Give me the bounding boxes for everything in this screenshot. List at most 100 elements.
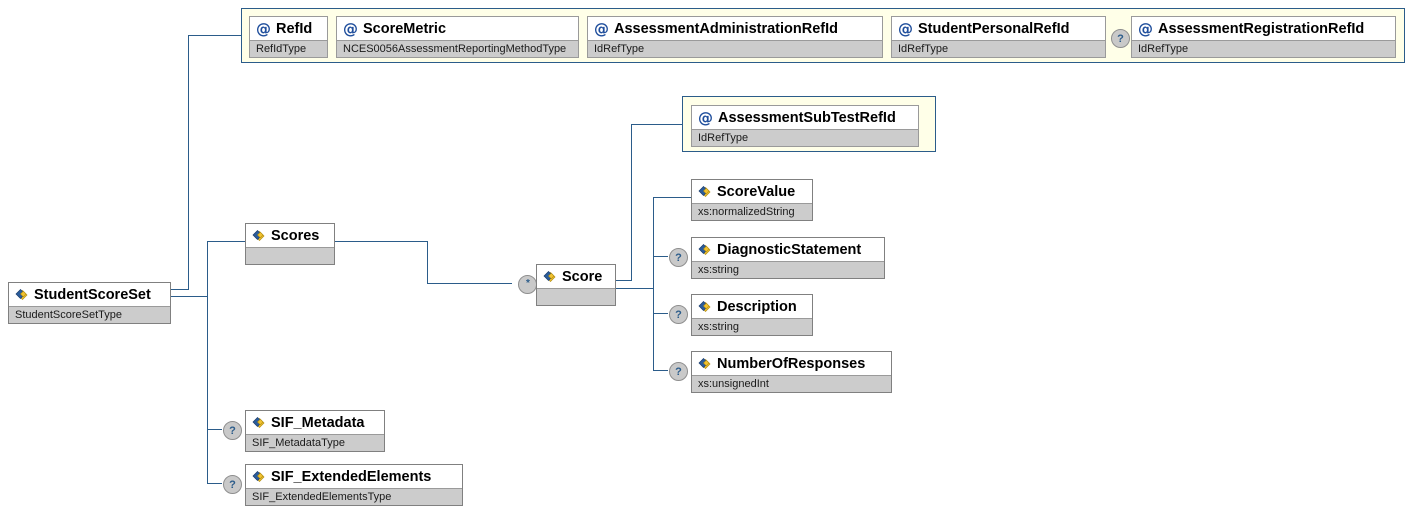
node-label: SIF_Metadata — [271, 414, 365, 431]
node-label: ScoreMetric — [363, 20, 447, 37]
optional-marker-description: ? — [669, 305, 688, 324]
at-icon: @ — [698, 108, 713, 127]
node-score[interactable]: Score — [536, 264, 616, 306]
element-icon — [698, 243, 712, 257]
optional-marker-sif-metadata: ? — [223, 421, 242, 440]
node-name-row: @ AssessmentSubTestRefId — [692, 106, 918, 129]
element-icon — [698, 185, 712, 199]
at-icon: @ — [1138, 19, 1153, 38]
connector — [207, 241, 208, 483]
connector — [616, 288, 654, 289]
node-type — [537, 288, 615, 305]
node-type: IdRefType — [1132, 40, 1395, 57]
node-type: NCES0056AssessmentReportingMethodType — [337, 40, 578, 57]
node-label: ScoreValue — [717, 183, 796, 200]
connector — [171, 289, 189, 290]
node-label: RefId — [276, 20, 313, 37]
node-type: xs:normalizedString — [692, 203, 812, 220]
attribute-group-container-score: @ AssessmentSubTestRefId IdRefType — [682, 96, 936, 152]
node-attr-refid[interactable]: @ RefId RefIdType — [249, 16, 328, 58]
node-attr-scoremetric[interactable]: @ ScoreMetric NCES0056AssessmentReportin… — [336, 16, 579, 58]
node-label: Score — [562, 268, 603, 285]
node-scores[interactable]: Scores — [245, 223, 335, 265]
node-attr-assessmentregistrationrefid[interactable]: @ AssessmentRegistrationRefId IdRefType — [1131, 16, 1396, 58]
at-icon: @ — [256, 19, 271, 38]
node-name-row: DiagnosticStatement — [692, 238, 884, 261]
node-name-row: @ AssessmentRegistrationRefId — [1132, 17, 1395, 40]
optional-marker-diagnosticstatement: ? — [669, 248, 688, 267]
node-description[interactable]: Description xs:string — [691, 294, 813, 336]
optional-marker-numberofresponses: ? — [669, 362, 688, 381]
at-icon: @ — [594, 19, 609, 38]
connector — [427, 283, 512, 284]
connector — [616, 280, 632, 281]
node-name-row: Score — [537, 265, 615, 288]
node-attr-assessmentsubtestrefid[interactable]: @ AssessmentSubTestRefId IdRefType — [691, 105, 919, 147]
connector — [653, 256, 668, 257]
connector — [207, 241, 245, 242]
connector — [631, 124, 632, 281]
repeat-marker-score: * — [518, 275, 537, 294]
connector — [653, 370, 668, 371]
connector — [207, 429, 222, 430]
node-label: SIF_ExtendedElements — [271, 468, 432, 485]
node-diagnosticstatement[interactable]: DiagnosticStatement xs:string — [691, 237, 885, 279]
node-name-row: ScoreValue — [692, 180, 812, 203]
element-icon — [698, 300, 712, 314]
node-attr-studentpersonalrefid[interactable]: @ StudentPersonalRefId IdRefType — [891, 16, 1106, 58]
connector — [188, 35, 189, 290]
connector — [631, 124, 683, 125]
connector — [171, 296, 208, 297]
node-name-row: Scores — [246, 224, 334, 247]
node-label: StudentPersonalRefId — [918, 20, 1070, 37]
node-name-row: SIF_ExtendedElements — [246, 465, 462, 488]
node-type: IdRefType — [692, 129, 918, 146]
element-icon — [15, 288, 29, 302]
node-student-score-set[interactable]: StudentScoreSet StudentScoreSetType — [8, 282, 171, 324]
node-type: xs:string — [692, 318, 812, 335]
node-type — [246, 247, 334, 264]
connector — [207, 483, 222, 484]
node-label: Description — [717, 298, 797, 315]
node-name-row: @ RefId — [250, 17, 327, 40]
element-icon — [252, 470, 266, 484]
node-name-row: @ StudentPersonalRefId — [892, 17, 1105, 40]
connector — [188, 35, 242, 36]
node-name-row: SIF_Metadata — [246, 411, 384, 434]
node-numberofresponses[interactable]: NumberOfResponses xs:unsignedInt — [691, 351, 892, 393]
element-icon — [698, 357, 712, 371]
node-label: AssessmentRegistrationRefId — [1158, 20, 1365, 37]
node-name-row: @ ScoreMetric — [337, 17, 578, 40]
node-type: SIF_MetadataType — [246, 434, 384, 451]
node-type: xs:unsignedInt — [692, 375, 891, 392]
node-type: RefIdType — [250, 40, 327, 57]
node-attr-assessmentadministrationrefid[interactable]: @ AssessmentAdministrationRefId IdRefTyp… — [587, 16, 883, 58]
connector — [427, 241, 428, 284]
node-name-row: @ AssessmentAdministrationRefId — [588, 17, 882, 40]
node-name-row: StudentScoreSet — [9, 283, 170, 306]
node-scorevalue[interactable]: ScoreValue xs:normalizedString — [691, 179, 813, 221]
attribute-group-container-root: @ RefId RefIdType @ ScoreMetric NCES0056… — [241, 8, 1405, 63]
node-name-row: NumberOfResponses — [692, 352, 891, 375]
node-label: Scores — [271, 227, 320, 244]
node-label: AssessmentSubTestRefId — [718, 109, 896, 126]
node-label: StudentScoreSet — [34, 286, 151, 303]
node-sif-extendedelements[interactable]: SIF_ExtendedElements SIF_ExtendedElement… — [245, 464, 463, 506]
node-label: NumberOfResponses — [717, 355, 866, 372]
node-type: IdRefType — [588, 40, 882, 57]
element-icon — [252, 416, 266, 430]
at-icon: @ — [343, 19, 358, 38]
node-type: StudentScoreSetType — [9, 306, 170, 323]
node-label: DiagnosticStatement — [717, 241, 862, 258]
connector — [653, 197, 654, 371]
element-icon — [252, 229, 266, 243]
optional-marker-assessmentregistrationrefid: ? — [1111, 29, 1130, 48]
node-type: IdRefType — [892, 40, 1105, 57]
node-sif-metadata[interactable]: SIF_Metadata SIF_MetadataType — [245, 410, 385, 452]
at-icon: @ — [898, 19, 913, 38]
node-label: AssessmentAdministrationRefId — [614, 20, 838, 37]
node-name-row: Description — [692, 295, 812, 318]
element-icon — [543, 270, 557, 284]
node-type: SIF_ExtendedElementsType — [246, 488, 462, 505]
